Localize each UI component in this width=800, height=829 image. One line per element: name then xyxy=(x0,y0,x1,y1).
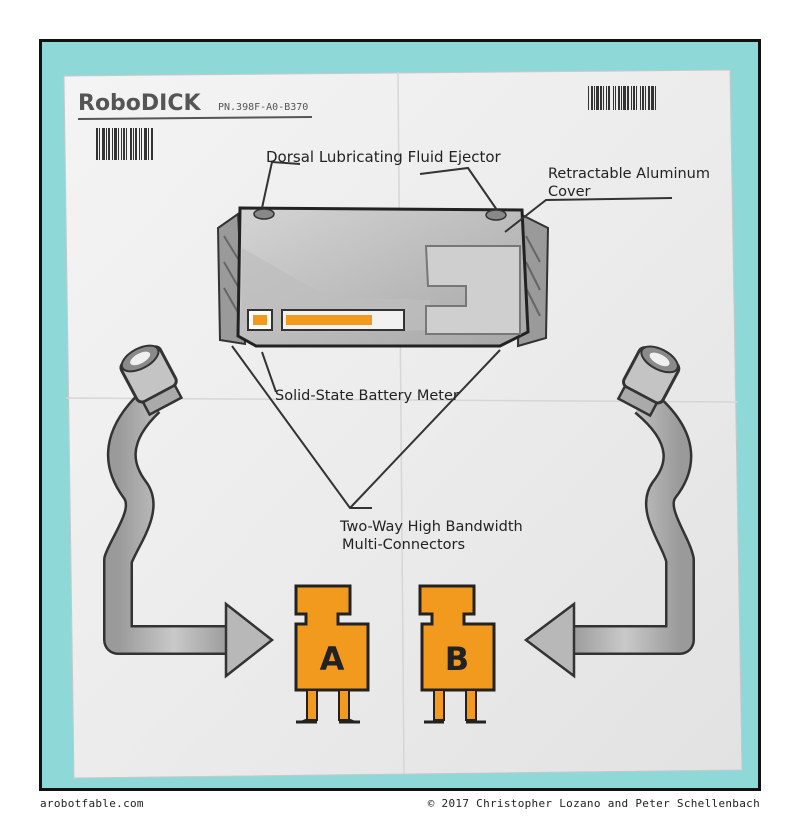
fold-crease-vertical xyxy=(397,71,405,775)
callout-lines xyxy=(231,160,673,509)
robodick-device xyxy=(216,206,550,348)
cable-right xyxy=(523,345,695,679)
label-battery-meter: Solid-State Battery Meter xyxy=(275,388,459,404)
fluid-ejector-right xyxy=(485,209,507,221)
document-title: RoboDICK xyxy=(78,91,202,116)
plug-right xyxy=(616,345,681,418)
footer-copyright: © 2017 Christopher Lozano and Peter Sche… xyxy=(427,797,760,810)
part-number: PN.398F-A0-B370 xyxy=(218,102,308,113)
label-fluid-ejector: Dorsal Lubricating Fluid Ejector xyxy=(266,148,502,166)
connector-b-label: B xyxy=(445,640,469,678)
cable-left xyxy=(103,344,275,679)
footer-site: arobotfable.com xyxy=(40,797,144,810)
label-connectors-line1: Two-Way High Bandwidth xyxy=(339,519,523,535)
label-cover-line2: Cover xyxy=(548,184,590,200)
arrow-right xyxy=(523,601,576,679)
fluid-ejector-left xyxy=(253,208,275,220)
barcode-right xyxy=(588,86,656,110)
retractable-cover xyxy=(424,245,521,335)
arrow-left xyxy=(224,601,275,679)
connector-a: A xyxy=(294,584,370,724)
connector-a-label: A xyxy=(320,640,345,678)
connector-b: B xyxy=(418,584,496,724)
label-cover-line1: Retractable Aluminum xyxy=(548,166,710,182)
battery-meter-fill xyxy=(286,315,372,325)
plug-left xyxy=(119,344,184,417)
title-underline xyxy=(77,116,313,120)
barcode-left xyxy=(96,128,153,160)
label-connectors-line2: Multi-Connectors xyxy=(342,537,465,553)
